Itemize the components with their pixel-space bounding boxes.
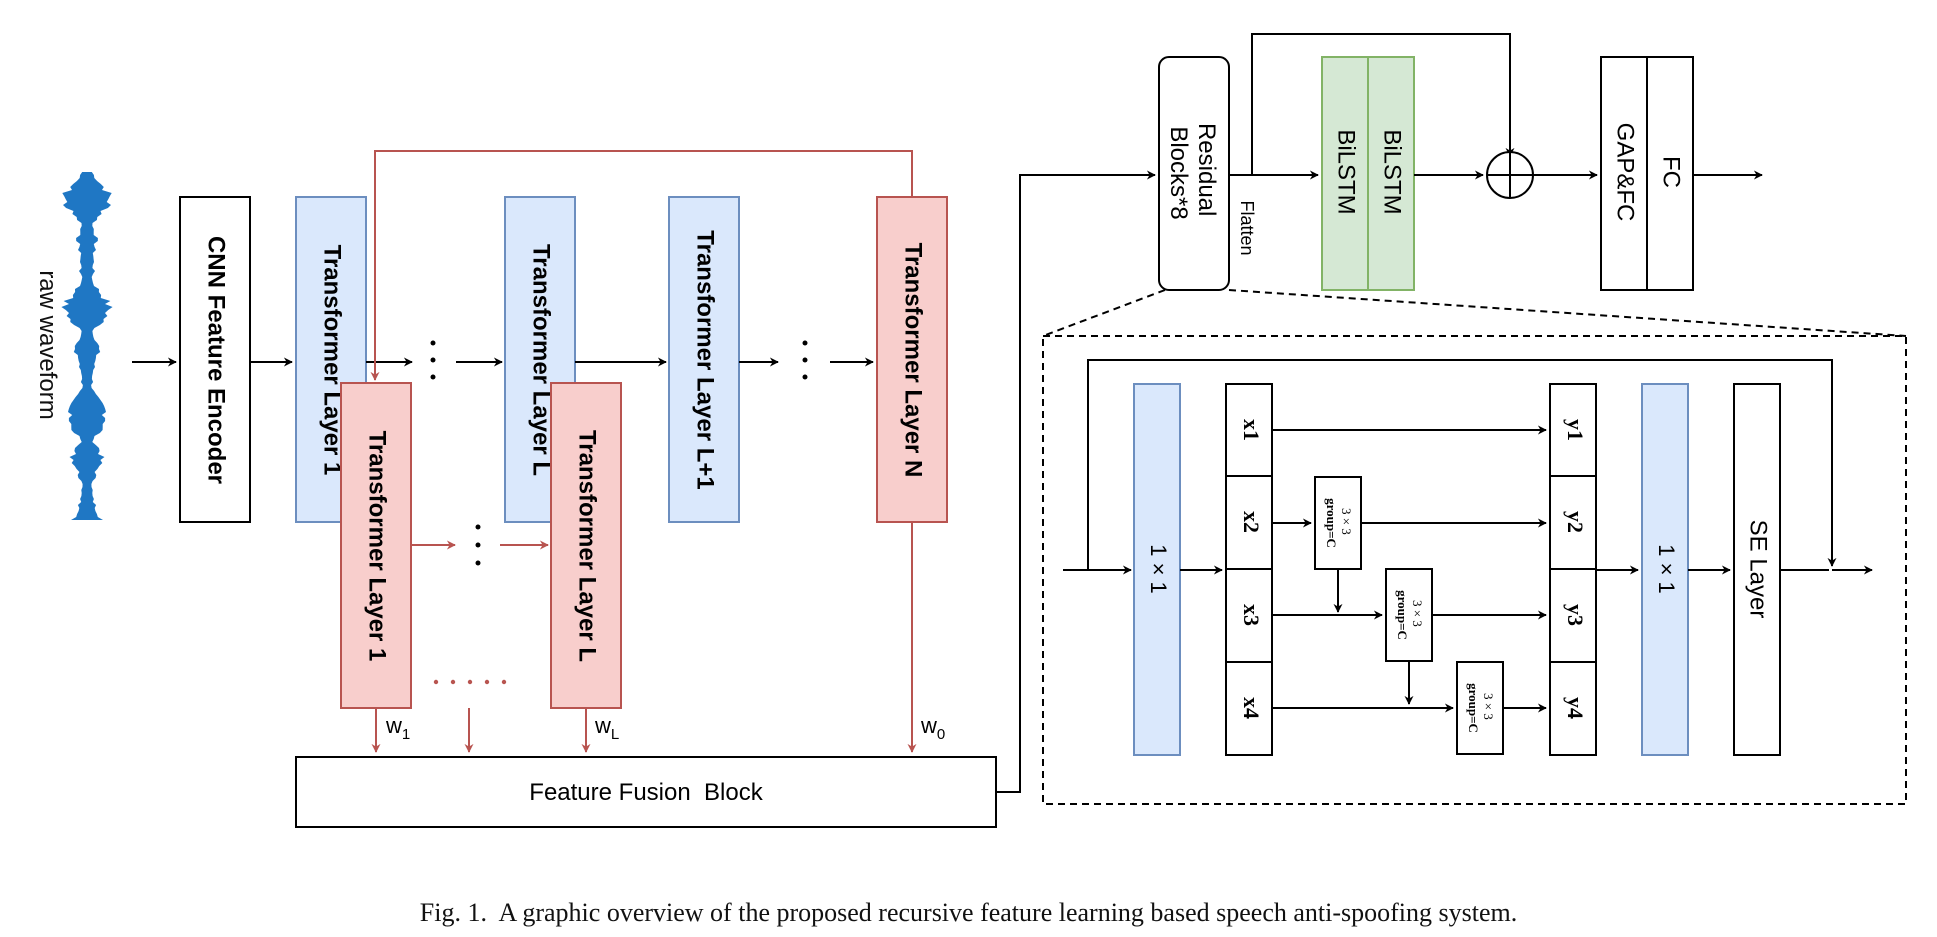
horizontal-ellipsis [433, 679, 507, 685]
recursion-arrow [370, 150, 913, 381]
gap-fc-stack: GAP&FC FC [1600, 56, 1694, 291]
group-conv-2: 3 × 3 group=C [1385, 568, 1433, 662]
raw-waveform-label: raw waveform [34, 270, 61, 419]
figure-caption: Fig. 1. A graphic overview of the propos… [419, 898, 1518, 927]
cnn-feature-encoder: CNN Feature Encoder [179, 196, 251, 523]
weight-w0: w0 [920, 713, 945, 743]
y3-label: y3 [1563, 604, 1588, 626]
conv-1x1-in: 1 × 1 [1133, 383, 1181, 756]
split-y: y1 y2 y3 y4 [1549, 383, 1597, 756]
x3-label: x3 [1239, 604, 1264, 626]
add-operator-icon [1486, 151, 1534, 199]
svg-text:FC: FC [1658, 156, 1685, 188]
recursive-transformer-layer-L: Transformer Layer L [550, 382, 622, 709]
se-layer: SE Layer [1733, 383, 1781, 756]
y1-label: y1 [1563, 419, 1588, 441]
svg-text:3 × 3 group=C: 3 × 3 group=C [1324, 498, 1354, 548]
y4-label: y4 [1563, 697, 1588, 719]
svg-text:Residual Blocks*8: Residual Blocks*8 [1165, 123, 1220, 223]
group-conv-1: 3 × 3 group=C [1314, 476, 1362, 570]
conv-1x1-out: 1 × 1 [1641, 383, 1689, 756]
y2-label: y2 [1563, 511, 1588, 533]
ellipsis-dots-1 [430, 340, 436, 380]
residual-blocks: Residual Blocks*8 [1158, 56, 1230, 291]
split-x: x1 x2 x3 x4 [1225, 383, 1273, 756]
svg-text:BiLSTM: BiLSTM [1333, 129, 1360, 214]
x4-label: x4 [1239, 697, 1264, 719]
x1-label: x1 [1239, 419, 1264, 441]
bilstm-stack: BiLSTM BiLSTM [1321, 56, 1415, 291]
svg-text:BiLSTM: BiLSTM [1379, 129, 1406, 214]
flatten-label: Flatten [1237, 200, 1257, 255]
svg-text:1 × 1: 1 × 1 [1146, 544, 1171, 594]
transformer-layer-L-plus-1: Transformer Layer L+1 [668, 196, 740, 523]
group-conv-3: 3 × 3 group=C [1456, 661, 1504, 755]
recursive-transformer-layer-1: Transformer Layer 1 [340, 382, 412, 709]
svg-text:3 × 3 group=C: 3 × 3 group=C [1466, 683, 1496, 733]
svg-text:CNN Feature Encoder: CNN Feature Encoder [203, 236, 230, 484]
svg-text:Transformer Layer L+1: Transformer Layer L+1 [692, 230, 719, 489]
svg-text:1 × 1: 1 × 1 [1654, 544, 1679, 594]
svg-text:3 × 3 group=C: 3 × 3 group=C [1395, 590, 1425, 640]
waveform-icon [61, 172, 113, 520]
transformer-layer-N: Transformer Layer N [876, 196, 948, 523]
ellipsis-dots-3 [475, 524, 481, 566]
x2-label: x2 [1239, 511, 1264, 533]
skip-connection [1251, 33, 1515, 175]
svg-text:SE Layer: SE Layer [1745, 520, 1772, 619]
svg-text:Transformer Layer 1: Transformer Layer 1 [364, 431, 391, 662]
svg-text:Transformer Layer L: Transformer Layer L [574, 430, 601, 662]
residual-block-detail [1042, 335, 1907, 805]
svg-text:Transformer Layer N: Transformer Layer N [900, 243, 927, 478]
svg-text:Feature Fusion Block: Feature Fusion Block [529, 779, 763, 806]
weight-wL: wL [594, 713, 619, 743]
svg-text:GAP&FC: GAP&FC [1612, 123, 1639, 222]
ellipsis-dots-2 [802, 340, 808, 380]
feature-fusion-block: Feature Fusion Block [295, 756, 997, 828]
weight-w1: w1 [385, 713, 410, 743]
